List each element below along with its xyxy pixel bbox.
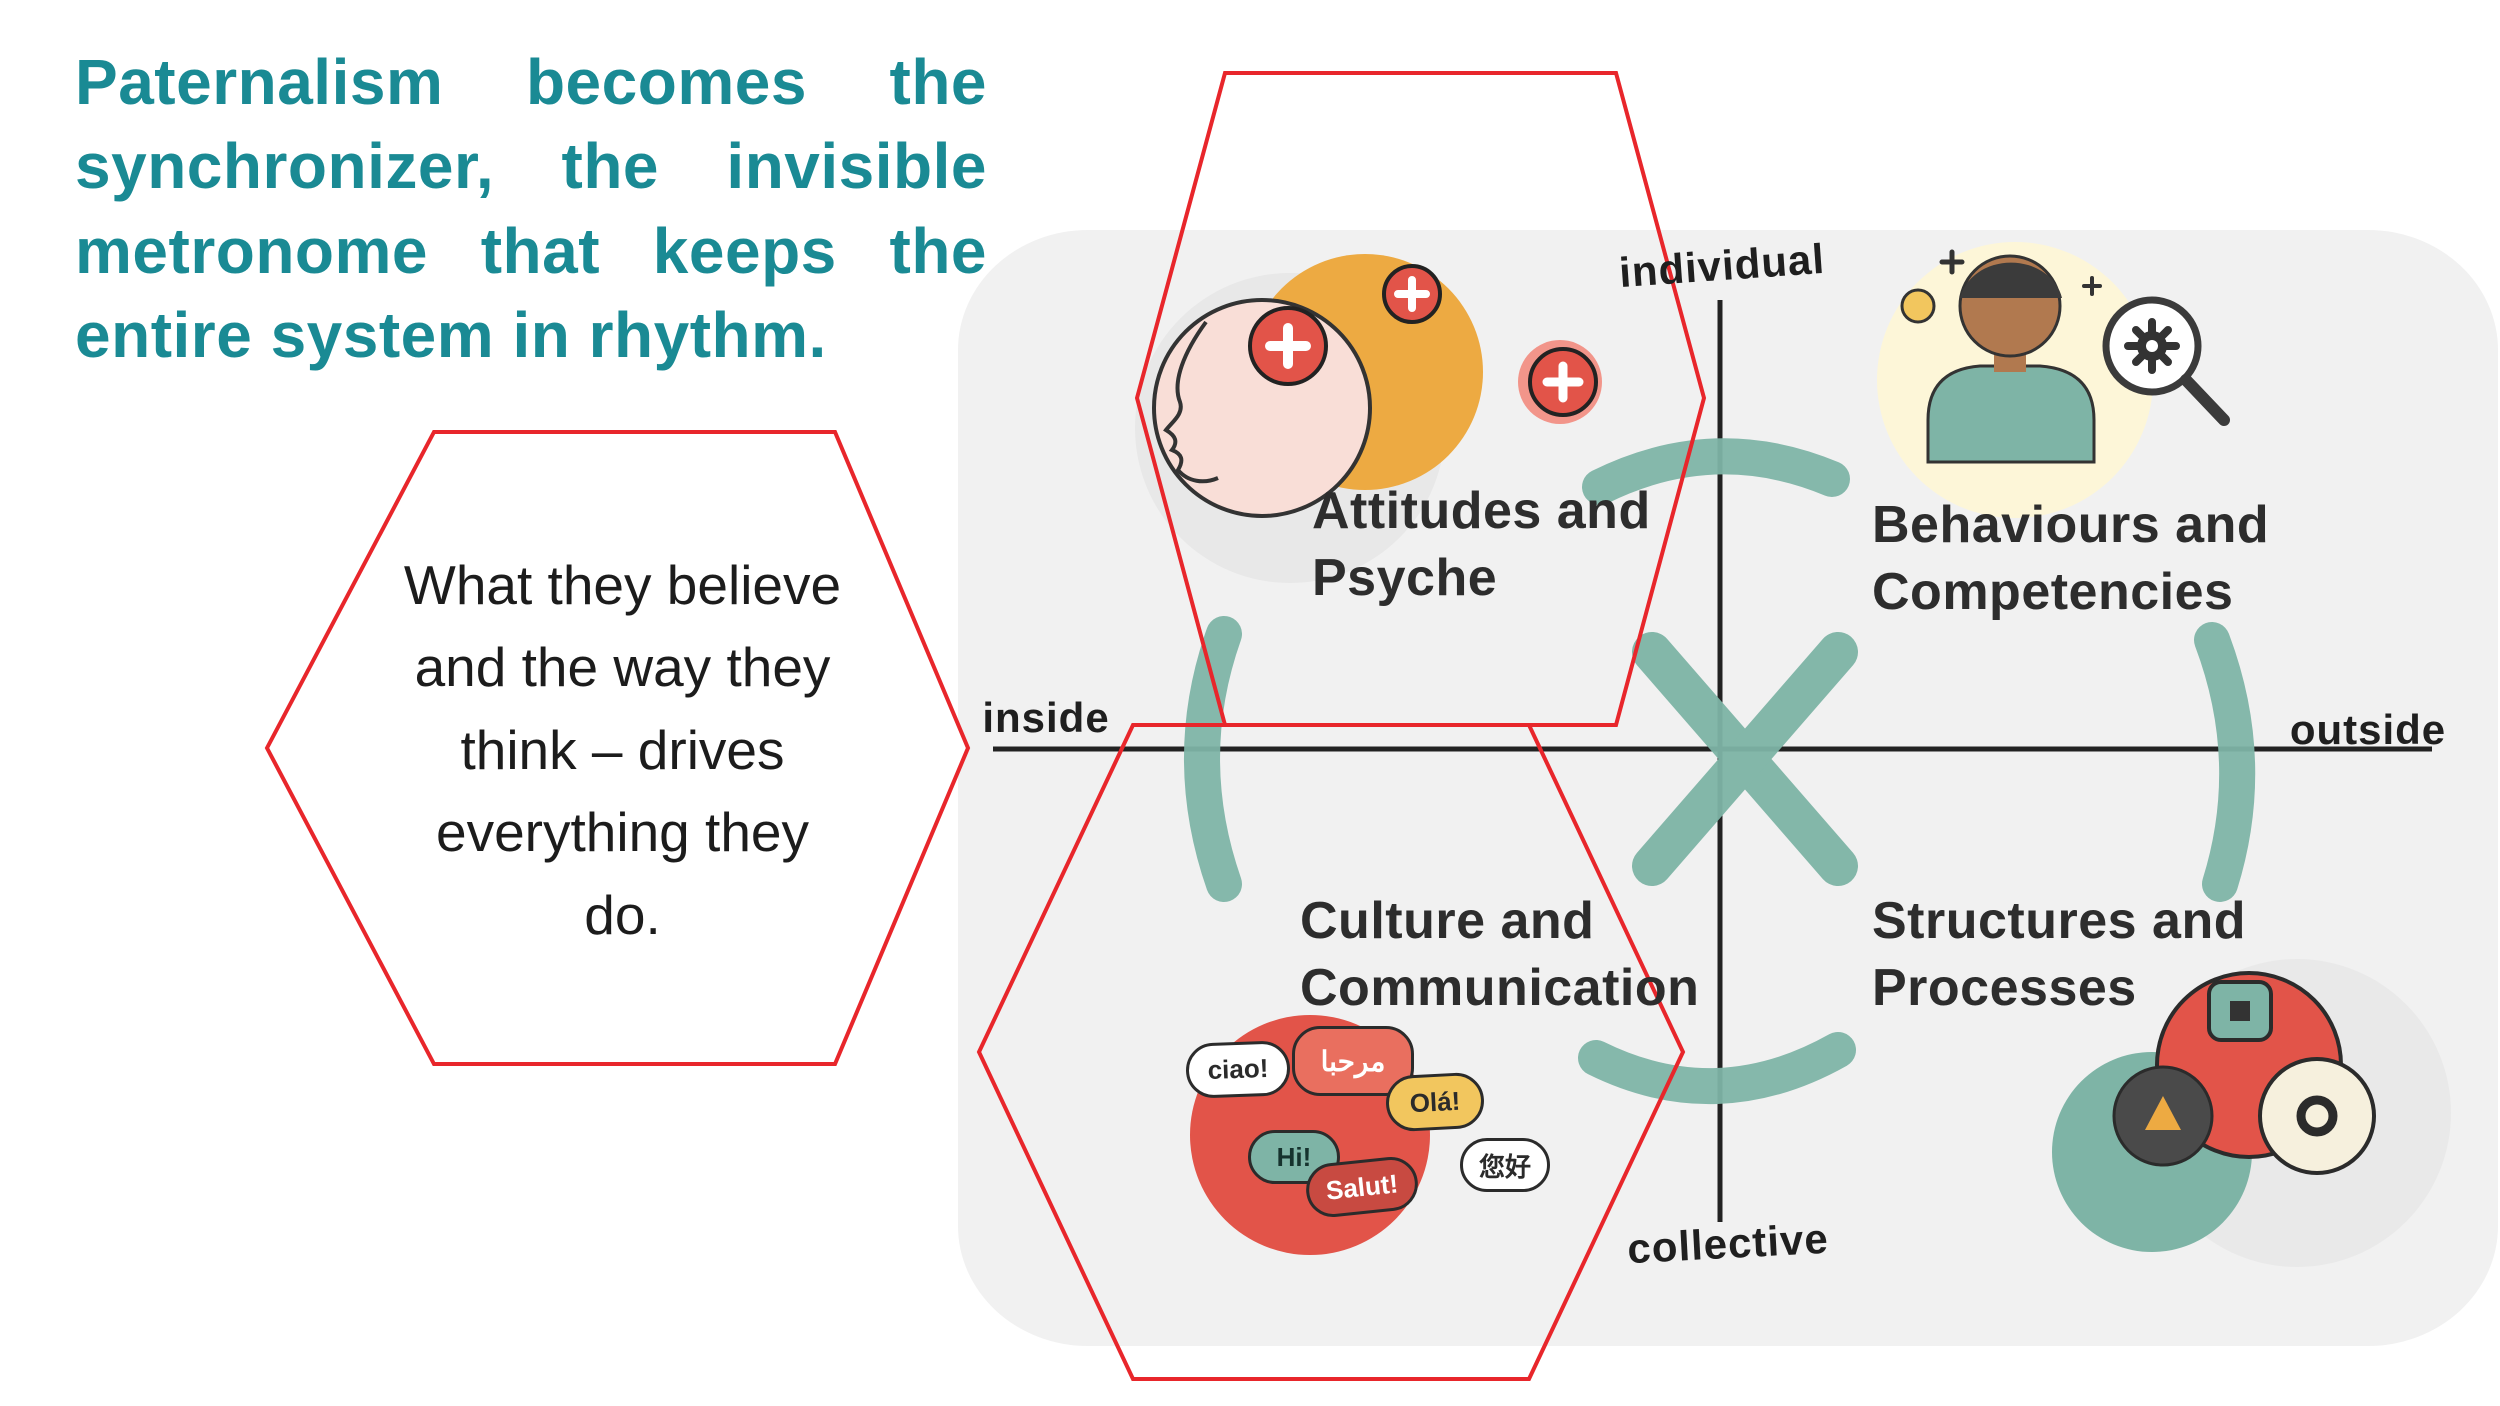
sparkle-plus (2082, 276, 2102, 296)
center-circle-arcs (1184, 438, 2256, 1105)
plus-circles-icon (1248, 264, 1598, 417)
hexagon-outline-bottom (976, 723, 1686, 1381)
axis-label-outside: outside (2289, 706, 2447, 753)
speech-bubble-ola: Olá! (1384, 1071, 1486, 1133)
speech-bubble-arabic: مرحبا (1292, 1026, 1414, 1096)
center-x-mark (1632, 632, 1858, 886)
structures-processes-icon (2052, 959, 2451, 1267)
arc-right (2194, 622, 2256, 902)
headline-text: Paternalism becomes the synchronizer, th… (75, 46, 987, 372)
attitudes-psyche-icon (1135, 254, 1602, 583)
quadrant-label-attitudes-psyche: Attitudes and Psyche (1312, 482, 1651, 607)
sparkle-dot (1900, 288, 1936, 324)
sparkle-plus (1939, 249, 1965, 275)
person-body (1926, 364, 2096, 464)
quadrant-label-structures-processes: Structures and Processes (1872, 892, 2246, 1017)
speech-bubble-hi: Hi! (1248, 1130, 1340, 1184)
axis-label-inside: inside (982, 694, 1110, 741)
speech-bubble-ciao: ciao! (1185, 1040, 1291, 1099)
triangle-mark (2145, 1096, 2181, 1130)
quadrant-label-culture-communication: Culture and Communication (1300, 892, 1700, 1017)
arc-top (1582, 438, 1850, 505)
magnifier-gear-icon (2102, 296, 2230, 426)
arc-left (1184, 616, 1242, 902)
hexagon-note: What they believe and the way they think… (400, 455, 845, 1045)
speech-bubble-nihao: 您好 (1460, 1138, 1550, 1192)
arc-bottom (1578, 1032, 1856, 1105)
face-profile-line (1163, 320, 1219, 484)
hexagon-note-text: What they believe and the way they think… (403, 553, 842, 946)
hexagon-note-shape (264, 430, 971, 1066)
behaviours-competencies-icon (1877, 242, 2230, 518)
person-hair (1960, 262, 2062, 298)
quadrant-label-behaviours-competencies: Behaviours and Competencies (1872, 496, 2270, 621)
